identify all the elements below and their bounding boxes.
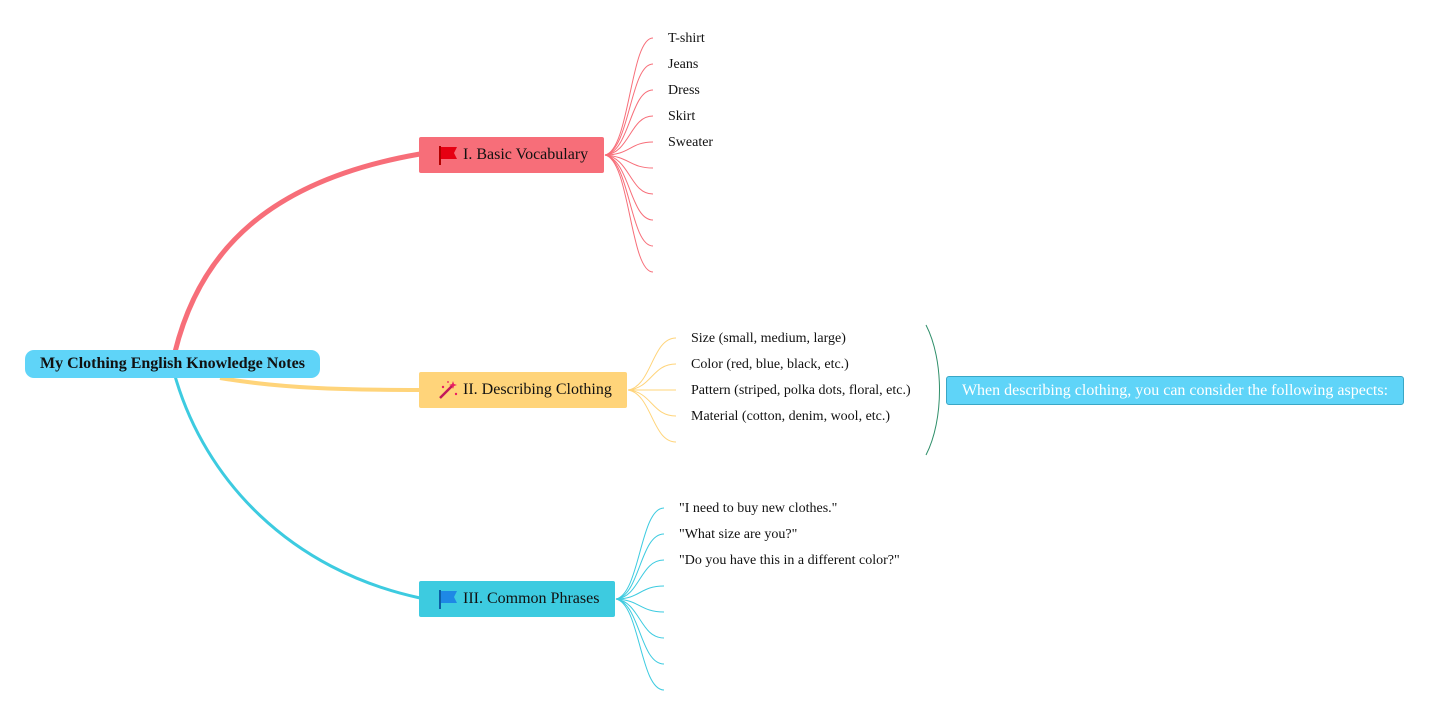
connector-root-to-common-phrases: [173, 375, 421, 600]
leaf-jeans[interactable]: Jeans: [668, 57, 699, 72]
root-label: My Clothing English Knowledge Notes: [40, 355, 305, 372]
red-flag-icon: [437, 144, 459, 166]
branch-describing-clothing[interactable]: II. Describing Clothing: [419, 372, 627, 408]
blue-flag-icon: [437, 588, 459, 610]
leaf-t-shirt[interactable]: T-shirt: [668, 31, 705, 46]
connector-root-to-basic-vocabulary: [172, 151, 421, 353]
branch-label: II. Describing Clothing: [463, 381, 612, 398]
leaf-material[interactable]: Material (cotton, denim, wool, etc.): [691, 409, 891, 424]
magic-wand-icon: [437, 379, 459, 401]
branch-label: III. Common Phrases: [463, 590, 600, 607]
root-node[interactable]: My Clothing English Knowledge Notes: [25, 350, 320, 378]
leaf-phrase-what-size[interactable]: "What size are you?": [679, 527, 798, 542]
basic-vocabulary-leaf-connectors: [604, 37, 654, 273]
branch-label: I. Basic Vocabulary: [463, 146, 589, 163]
common-phrases-leaf-connectors: [615, 507, 665, 691]
leaf-phrase-different-color[interactable]: "Do you have this in a different color?": [679, 553, 900, 568]
leaf-skirt[interactable]: Skirt: [668, 109, 696, 124]
leaf-dress[interactable]: Dress: [668, 83, 700, 98]
leaf-color[interactable]: Color (red, blue, black, etc.): [691, 357, 849, 372]
connector-root-to-describing-clothing: [219, 376, 421, 392]
branch-basic-vocabulary[interactable]: I. Basic Vocabulary: [419, 137, 604, 173]
summary-note[interactable]: When describing clothing, you can consid…: [946, 376, 1404, 405]
leaf-size[interactable]: Size (small, medium, large): [691, 331, 846, 346]
summary-note-text: When describing clothing, you can consid…: [961, 381, 1389, 399]
describing-clothing-leaf-connectors: [627, 337, 677, 443]
branch-common-phrases[interactable]: III. Common Phrases: [419, 581, 615, 617]
leaf-sweater[interactable]: Sweater: [668, 135, 714, 150]
summary-bracket: [925, 324, 940, 456]
leaf-phrase-buy-clothes[interactable]: "I need to buy new clothes.": [679, 501, 838, 516]
leaf-pattern[interactable]: Pattern (striped, polka dots, floral, et…: [691, 383, 911, 398]
